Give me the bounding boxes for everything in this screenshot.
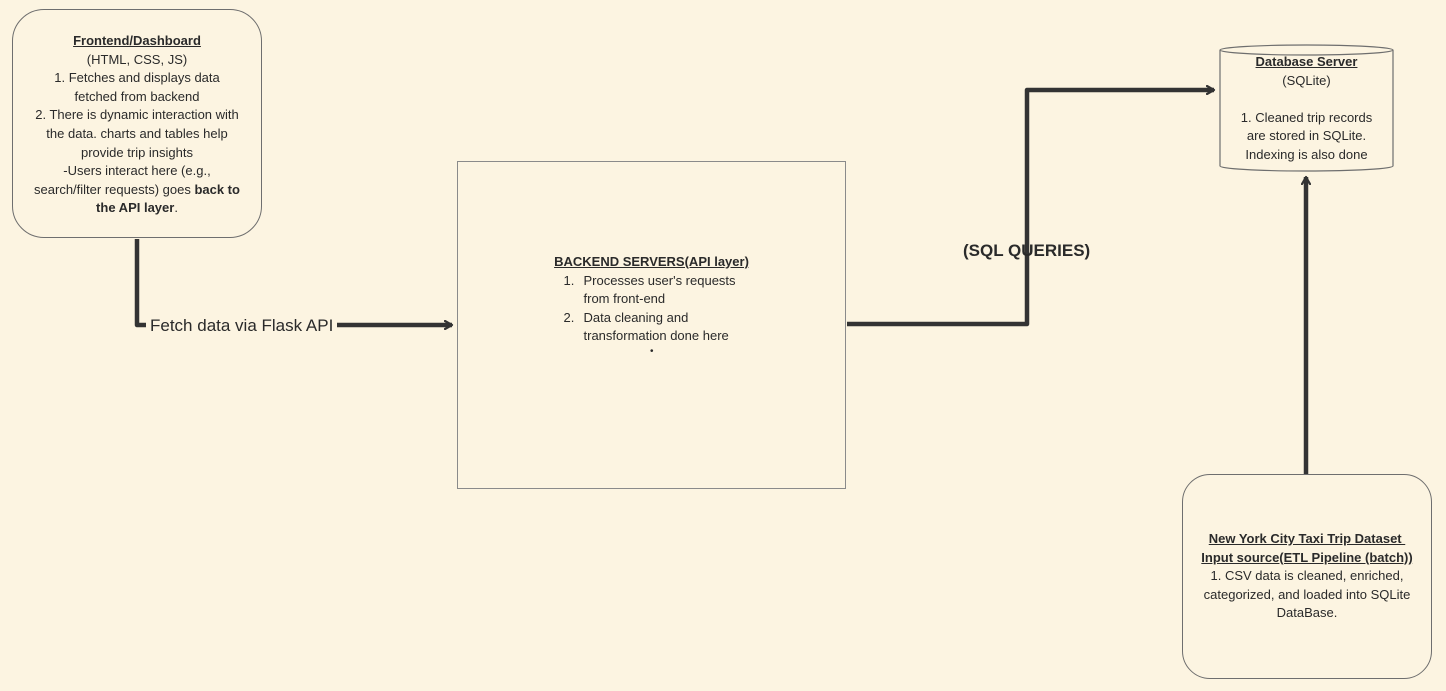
frontend-api-layer-bold: the API layer xyxy=(96,200,175,216)
backend-item-1-line1: Processes user's requests xyxy=(583,272,736,288)
backend-text-cursor-dot: • xyxy=(650,346,654,357)
backend-item-1-number: 1. xyxy=(563,272,575,288)
fetch-connector xyxy=(134,239,452,325)
database-title: Database Server xyxy=(1255,54,1358,69)
frontend-point1-line1: 1. Fetches and displays data xyxy=(54,70,220,86)
etl-point1-line3: DataBase. xyxy=(1276,605,1338,621)
frontend-users-line1: -Users interact here (e.g., xyxy=(63,163,211,179)
database-server-node: Database Server (SQLite) 1. Cleaned trip… xyxy=(1219,53,1394,165)
backend-title: BACKEND SERVERS(API layer) xyxy=(554,254,749,269)
backend-list: 1. Processes user's requests from front-… xyxy=(564,272,750,346)
backend-item-2-line2: transformation done here xyxy=(583,328,729,344)
frontend-point2-line2: the data. charts and tables help xyxy=(46,125,228,141)
backend-item-2-number: 2. xyxy=(563,309,575,325)
backend-content: BACKEND SERVERS(API layer) 1. Processes … xyxy=(458,253,845,346)
frontend-tech: (HTML, CSS, JS) xyxy=(86,51,188,67)
sql-edge-label: (SQL QUERIES) xyxy=(963,241,1091,260)
frontend-point2-line1: 2. There is dynamic interaction with xyxy=(35,107,239,123)
frontend-point1-line2: fetched from backend xyxy=(74,88,200,104)
frontend-dashboard-node[interactable]: Frontend/Dashboard (HTML, CSS, JS) 1. Fe… xyxy=(12,9,262,238)
frontend-users-bold: back to xyxy=(194,181,240,197)
frontend-users-line3: the API layer. xyxy=(13,199,261,218)
etl-title-line2: Input source(ETL Pipeline (batch)) xyxy=(1201,549,1413,565)
frontend-period: . xyxy=(174,200,178,216)
frontend-point2-line3: provide trip insights xyxy=(81,144,193,160)
frontend-users-line2: search/filter requests) goes back to xyxy=(13,181,261,200)
etl-point1-line1: 1. CSV data is cleaned, enriched, xyxy=(1210,568,1404,584)
backend-item-1: 1. Processes user's requests from front-… xyxy=(564,272,750,309)
database-spacer xyxy=(1219,90,1394,109)
database-point1-line1: 1. Cleaned trip records xyxy=(1240,109,1373,125)
backend-servers-node[interactable]: BACKEND SERVERS(API layer) 1. Processes … xyxy=(457,161,846,489)
sql-connector xyxy=(847,90,1214,327)
backend-item-1-line2: from front-end xyxy=(583,291,666,307)
frontend-users-plain: search/filter requests) goes xyxy=(34,181,195,197)
fetch-edge-label: Fetch data via Flask API xyxy=(146,314,338,338)
frontend-title: Frontend/Dashboard xyxy=(73,33,201,48)
database-point1-line2: are stored in SQLite. xyxy=(1246,128,1367,144)
database-point1-line3: Indexing is also done xyxy=(1245,146,1368,162)
etl-point1-line2: categorized, and loaded into SQLite xyxy=(1203,586,1411,602)
etl-source-node[interactable]: New York City Taxi Trip Dataset Input so… xyxy=(1182,474,1432,679)
database-cylinder-shape[interactable] xyxy=(1219,44,1394,172)
database-tech: (SQLite) xyxy=(1282,72,1331,88)
backend-item-2-line1: Data cleaning and xyxy=(583,309,689,325)
etl-title-line1: New York City Taxi Trip Dataset xyxy=(1208,531,1406,546)
backend-item-2: 2. Data cleaning and transformation done… xyxy=(564,309,750,346)
